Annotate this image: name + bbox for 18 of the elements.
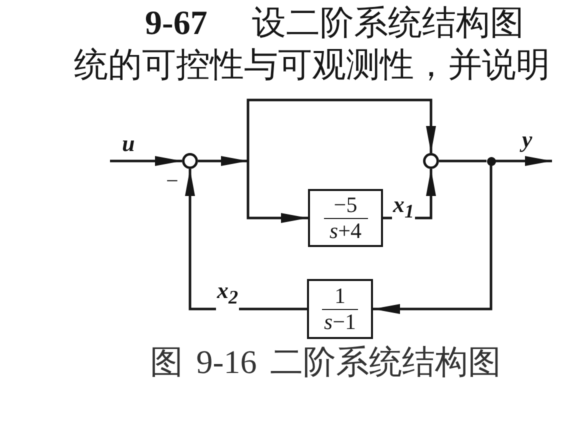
- numerator: −5: [334, 194, 358, 216]
- transfer-function-box: [308, 189, 383, 247]
- summing-junction: [423, 153, 439, 169]
- branch-point: [486, 156, 496, 166]
- denominator: s−1: [324, 311, 356, 334]
- transfer-function-box: [307, 279, 373, 339]
- connector-line: [439, 160, 486, 162]
- summing-junction: [182, 153, 198, 169]
- figure-caption: 图 9-16 二阶系统结构图: [150, 344, 501, 383]
- arrow: [373, 166, 492, 314]
- arrow: [110, 156, 182, 166]
- arrow: [496, 156, 552, 166]
- sign-label: −: [166, 170, 178, 192]
- problem-text: 9-67 设二阶系统结构图: [145, 4, 524, 44]
- problem-text: 统的可控性与可观测性，并说明: [74, 46, 550, 86]
- numerator: 1: [334, 284, 346, 307]
- denominator: s+4: [330, 220, 362, 242]
- arrow: [185, 169, 307, 310]
